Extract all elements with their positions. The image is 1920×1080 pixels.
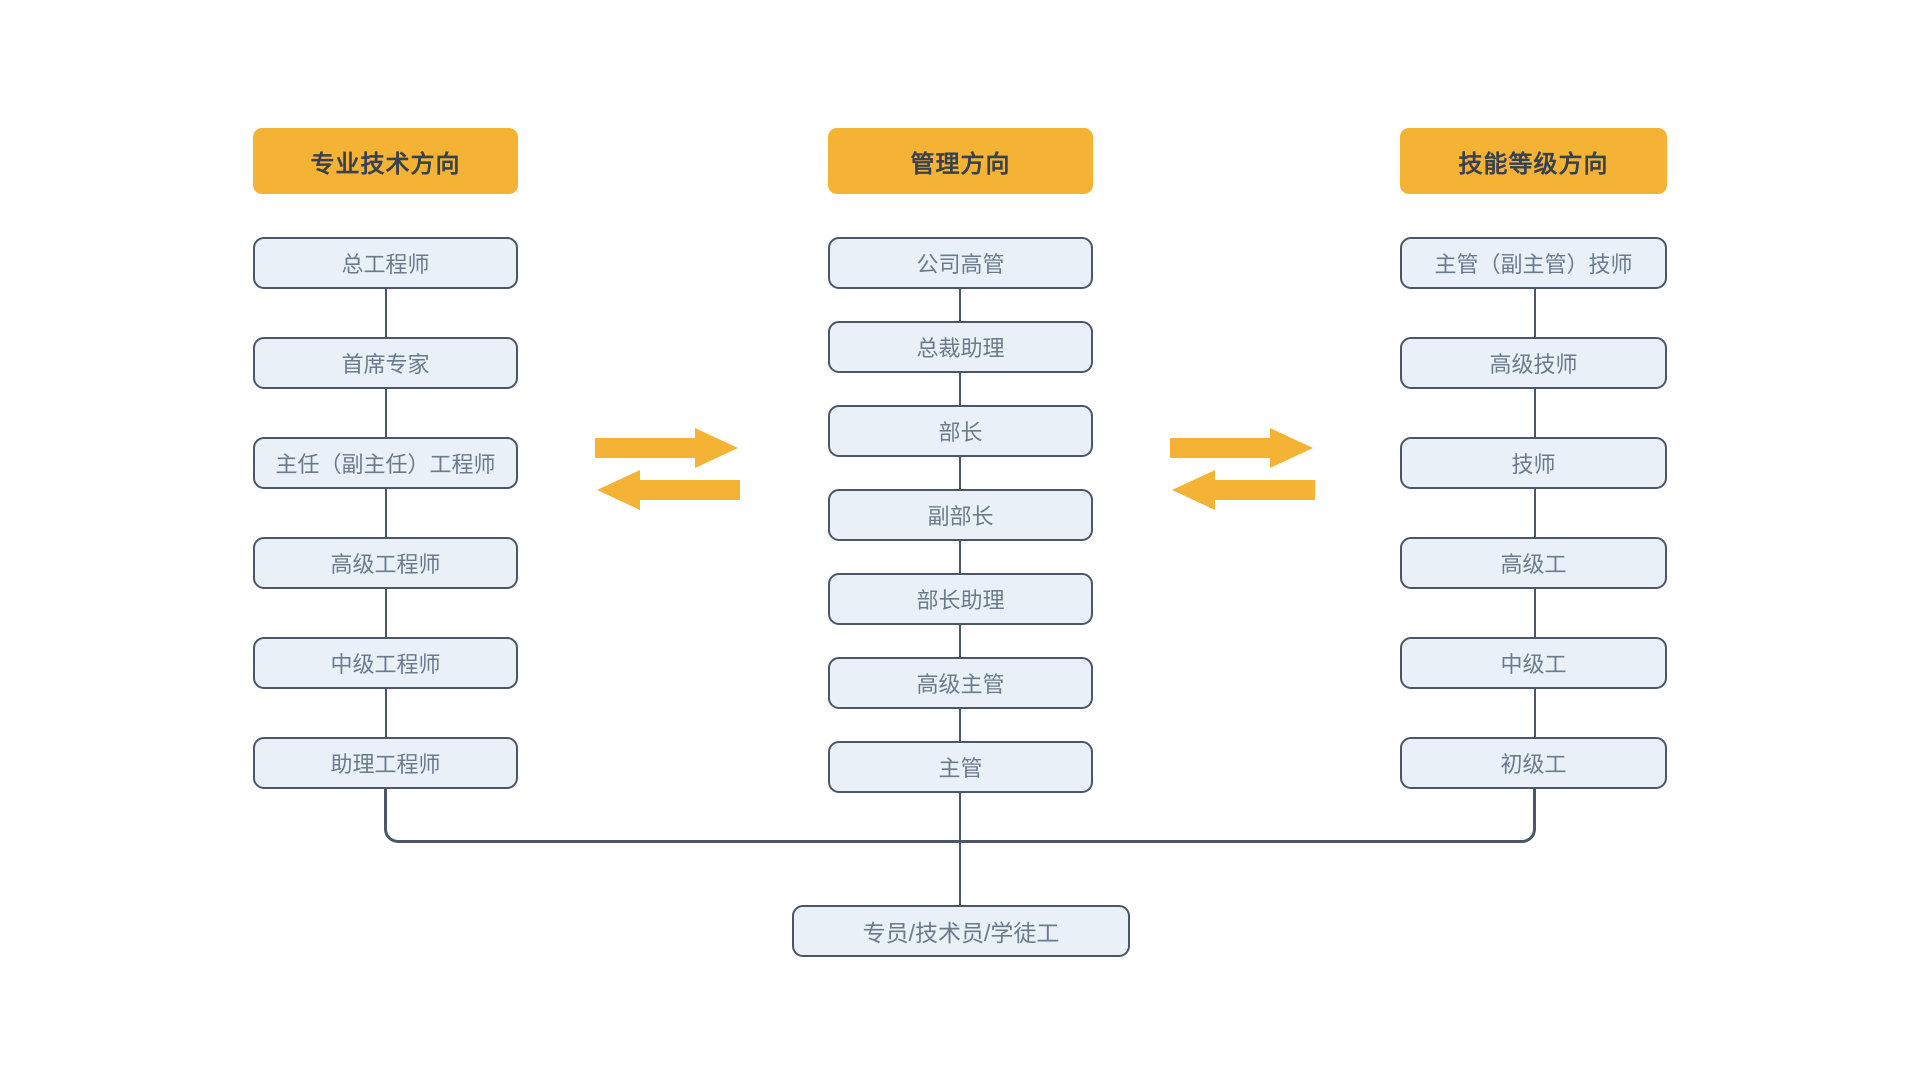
node-management-1[interactable]: 总裁助理	[828, 321, 1093, 373]
connector-management-4-5	[959, 625, 961, 657]
exchange-arrows-technical-management[interactable]	[595, 428, 740, 510]
node-management-2[interactable]: 部长	[828, 405, 1093, 457]
merge-elbow-left	[384, 789, 444, 843]
node-management-5[interactable]: 高级主管	[828, 657, 1093, 709]
node-management-6[interactable]: 主管	[828, 741, 1093, 793]
node-management-0[interactable]: 公司高管	[828, 237, 1093, 289]
bidirectional-arrow-icon	[595, 428, 740, 510]
node-technical-3[interactable]: 高级工程师	[253, 537, 518, 589]
connector-skill-2-3	[1534, 489, 1536, 537]
connector-skill-4-5	[1534, 689, 1536, 737]
node-technical-2[interactable]: 主任（副主任）工程师	[253, 437, 518, 489]
connector-technical-3-4	[385, 589, 387, 637]
node-technical-0[interactable]: 总工程师	[253, 237, 518, 289]
node-base[interactable]: 专员/技术员/学徒工	[792, 905, 1130, 957]
connector-management-1-2	[959, 373, 961, 405]
connector-technical-2-3	[385, 489, 387, 537]
node-technical-5[interactable]: 助理工程师	[253, 737, 518, 789]
node-skill-1[interactable]: 高级技师	[1400, 337, 1667, 389]
node-skill-5[interactable]: 初级工	[1400, 737, 1667, 789]
node-skill-2[interactable]: 技师	[1400, 437, 1667, 489]
connector-management-3-4	[959, 541, 961, 573]
bidirectional-arrow-icon	[1170, 428, 1315, 510]
node-skill-3[interactable]: 高级工	[1400, 537, 1667, 589]
exchange-arrows-management-skill[interactable]	[1170, 428, 1315, 510]
column-header-management[interactable]: 管理方向	[828, 128, 1093, 194]
merge-horizontal-bar	[440, 840, 1480, 843]
node-technical-4[interactable]: 中级工程师	[253, 637, 518, 689]
node-skill-4[interactable]: 中级工	[1400, 637, 1667, 689]
merge-elbow-right	[1476, 789, 1536, 843]
node-technical-1[interactable]: 首席专家	[253, 337, 518, 389]
node-management-4[interactable]: 部长助理	[828, 573, 1093, 625]
connector-management-to-base	[959, 793, 961, 905]
node-management-3[interactable]: 副部长	[828, 489, 1093, 541]
connector-management-5-6	[959, 709, 961, 741]
connector-skill-3-4	[1534, 589, 1536, 637]
column-header-technical[interactable]: 专业技术方向	[253, 128, 518, 194]
node-skill-0[interactable]: 主管（副主管）技师	[1400, 237, 1667, 289]
connector-technical-1-2	[385, 389, 387, 437]
connector-technical-4-5	[385, 689, 387, 737]
connector-technical-0-1	[385, 289, 387, 337]
connector-management-0-1	[959, 289, 961, 321]
connector-skill-1-2	[1534, 389, 1536, 437]
connector-management-2-3	[959, 457, 961, 489]
column-header-skill[interactable]: 技能等级方向	[1400, 128, 1667, 194]
connector-skill-0-1	[1534, 289, 1536, 337]
